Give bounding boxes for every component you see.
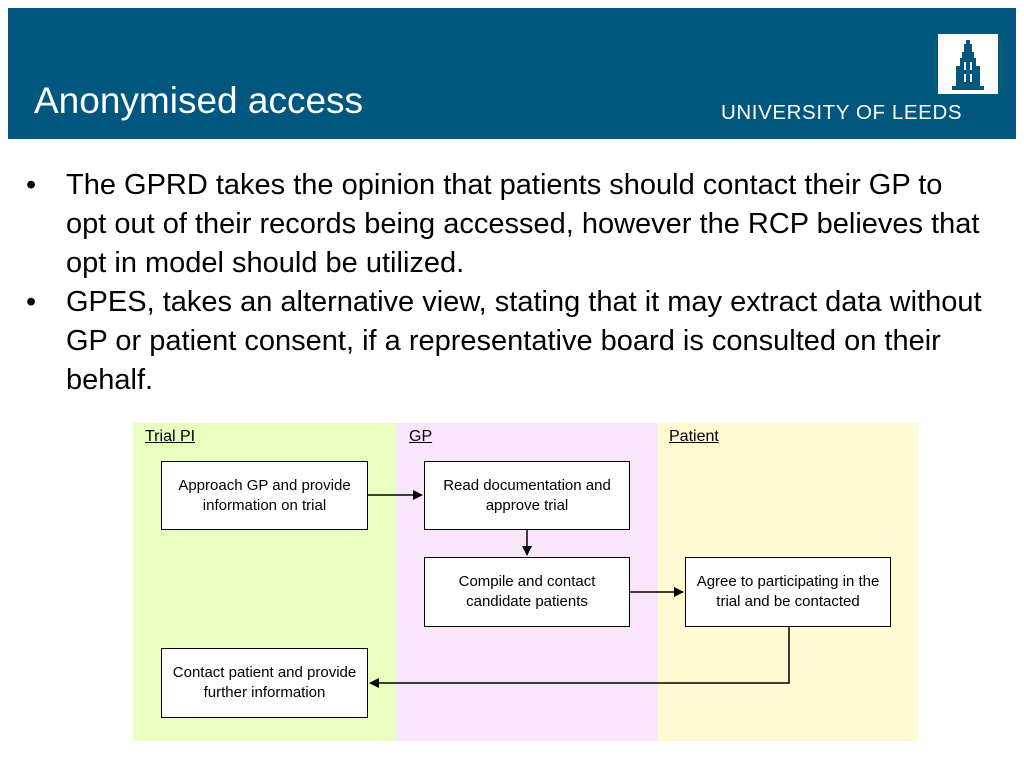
bullet-icon: • [26, 169, 37, 201]
header-banner: Anonymised access UNIVERSITY OF LEEDS [8, 8, 1016, 139]
lane-label-trial-pi: Trial PI [145, 428, 196, 445]
bullet-text: GPES, takes an alternative view, stating… [66, 286, 982, 396]
bullet-text: The GPRD takes the opinion that patients… [66, 169, 980, 279]
university-name: UNIVERSITY OF LEEDS [721, 101, 963, 124]
page-title: Anonymised access [34, 80, 364, 121]
box-contact-patient: Contact patient and provide further info… [161, 648, 368, 718]
box-approach-gp: Approach GP and provide information on t… [161, 461, 368, 530]
bullet-icon: • [26, 286, 37, 318]
tower-logo-icon [938, 34, 998, 94]
lane-label-patient: Patient [669, 428, 719, 445]
box-agree-participating: Agree to participating in the trial and … [685, 557, 891, 627]
bullet-item: • The GPRD takes the opinion that patien… [26, 166, 986, 283]
arrow-agree-to-contact [369, 627, 790, 688]
bullet-list: • The GPRD takes the opinion that patien… [26, 166, 986, 400]
box-read-documentation: Read documentation and approve trial [424, 461, 630, 530]
box-compile-contact: Compile and contact candidate patients [424, 557, 630, 627]
bullet-item: • GPES, takes an alternative view, stati… [26, 283, 986, 400]
lane-label-gp: GP [409, 428, 433, 445]
